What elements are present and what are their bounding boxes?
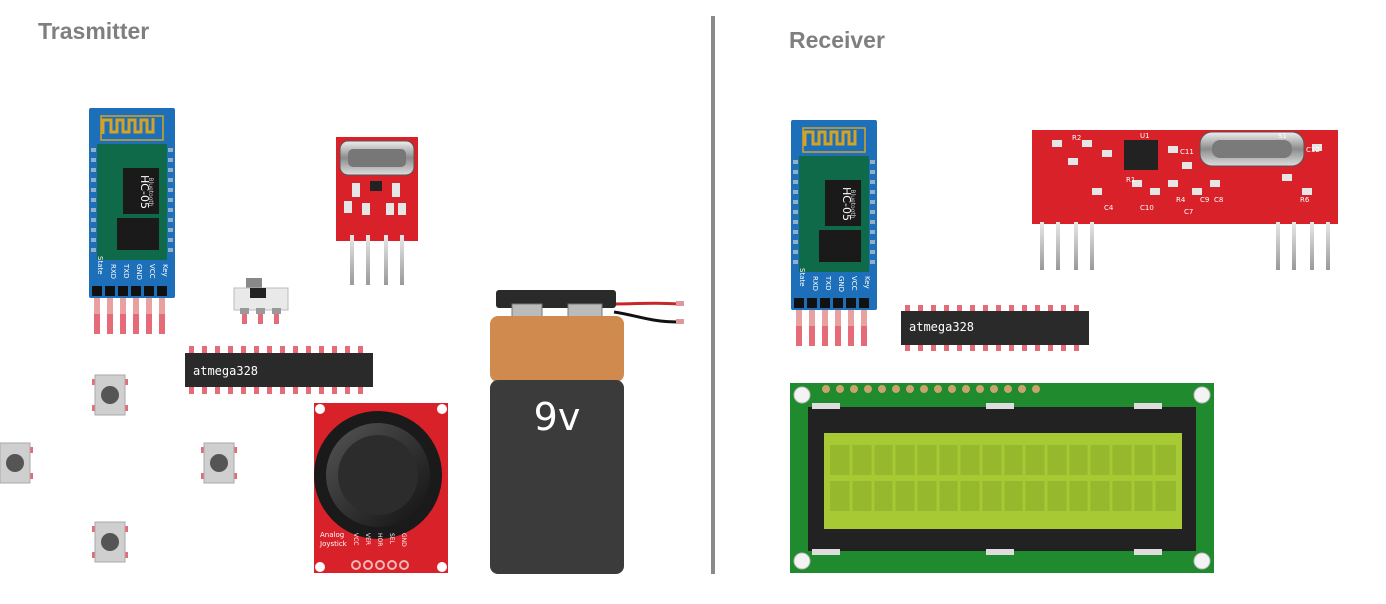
bt-pin-label: GND <box>135 264 143 280</box>
joystick-pin-label: SEL <box>388 533 395 545</box>
joystick-pin-label: HOR <box>376 533 383 546</box>
analog-joystick-module: Analog Joystick VCC VER HOR SEL GND <box>314 403 448 573</box>
atmega328-chip-transmitter: atmega328 <box>185 346 373 394</box>
bt-pin-label: State <box>798 268 806 287</box>
rf-part-label: R1 <box>1126 176 1135 184</box>
bt-pin-label: Key <box>161 264 169 277</box>
joystick-pin-label: VER <box>364 533 371 545</box>
slide-switch <box>234 278 288 324</box>
push-button-bottom <box>92 522 128 562</box>
mcu-label: atmega328 <box>193 364 258 378</box>
lcd-16x2-display <box>790 383 1214 573</box>
bt-pin-label: RXD <box>811 276 819 291</box>
push-button-right <box>201 443 237 483</box>
bt-pin-label: GND <box>837 276 845 292</box>
rf-part-label: R4 <box>1176 196 1186 204</box>
bt-pin-label: State <box>96 256 104 275</box>
atmega328-chip-receiver: atmega328 <box>901 305 1089 351</box>
rf-part-label: C8 <box>1214 196 1223 204</box>
rf-transmitter-module <box>336 137 418 285</box>
rf-part-label: C4 <box>1104 204 1114 212</box>
rf-part-label: U1 <box>1140 132 1150 140</box>
bt-pin-label: VCC <box>148 264 156 279</box>
bt-sub-text: Bluetooth <box>849 189 856 218</box>
mcu-label: atmega328 <box>909 320 974 334</box>
rf-part-label: C10 <box>1140 204 1154 212</box>
rf-part-label: C9 <box>1200 196 1209 204</box>
push-button-left <box>0 443 33 483</box>
rf-receiver-module: R2 U1 S1 C12 C11 R1 R4 C9 C10 C7 C8 R6 C… <box>1032 130 1338 270</box>
joystick-pin-label: GND <box>400 533 407 547</box>
rf-part-label: S1 <box>1278 132 1287 140</box>
bt-sub-text: Bluetooth <box>147 177 154 206</box>
rf-part-label: C7 <box>1184 208 1193 216</box>
rf-part-label: C12 <box>1306 146 1320 154</box>
push-button-top <box>92 375 128 415</box>
joystick-label-1: Analog <box>320 531 344 539</box>
bt-pin-label: VCC <box>850 276 858 291</box>
battery-voltage-label: 9v <box>534 395 581 439</box>
bt-pin-label: TXD <box>824 275 832 290</box>
hc05-module-receiver: HC-05 Bluetooth State RXD TXD GND VCC Ke… <box>791 120 877 346</box>
rf-part-label: C11 <box>1180 148 1194 156</box>
joystick-pin-label: VCC <box>352 533 359 545</box>
rf-part-label: R6 <box>1300 196 1310 204</box>
9v-battery: 9v <box>490 290 684 574</box>
rf-part-label: R2 <box>1072 134 1081 142</box>
bt-pin-label: TXD <box>122 263 130 278</box>
joystick-label-2: Joystick <box>319 540 348 548</box>
bt-pin-label: Key <box>863 276 871 289</box>
bt-pin-label: RXD <box>109 264 117 279</box>
hc05-module-transmitter: HC-05 Bluetooth State RXD TXD GND VCC Ke… <box>89 108 175 334</box>
